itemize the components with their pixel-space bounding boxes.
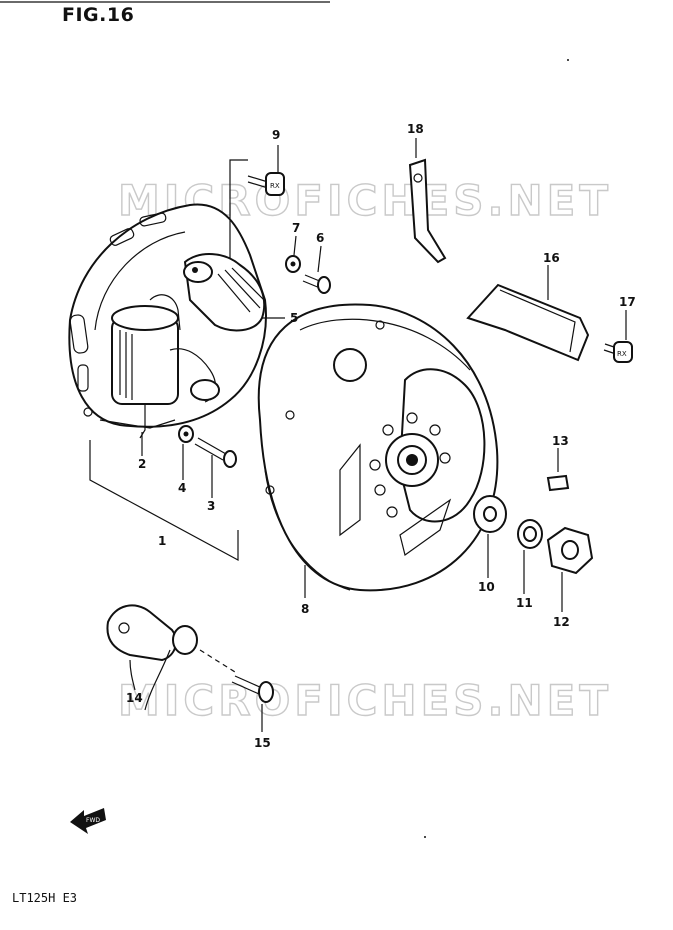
pickup-coil-14 (106, 604, 236, 711)
charging-coil (169, 253, 266, 403)
stray-dot (424, 836, 426, 838)
washer-10 (473, 495, 507, 578)
key-13 (546, 448, 570, 492)
callout-6: 6 (316, 231, 324, 245)
screw-6 (302, 245, 331, 294)
nut-12 (546, 526, 594, 612)
fwd-label: FWD (86, 817, 100, 824)
callout-13: 13 (552, 434, 569, 448)
clamp-18 (408, 138, 447, 264)
callout-4: 4 (178, 481, 186, 495)
washer-7 (285, 235, 301, 273)
model-code: LT125H E3 (12, 891, 78, 905)
screw-9: RX (247, 145, 285, 196)
callout-12: 12 (553, 615, 570, 629)
svg-text:RX: RX (270, 182, 280, 190)
callout-10: 10 (478, 580, 495, 594)
fwd-arrow-icon: FWD (70, 808, 106, 834)
cover-16 (466, 265, 590, 362)
screw-17: RX (603, 310, 633, 363)
callout-1: 1 (158, 534, 166, 548)
flywheel-rotor (257, 303, 499, 598)
callout-16: 16 (543, 251, 560, 265)
figure-title: FIG.16 (62, 4, 135, 26)
callout-bracket-1 (89, 440, 239, 562)
callout-11: 11 (516, 596, 533, 610)
callout-14: 14 (126, 691, 143, 705)
callout-15: 15 (254, 736, 271, 750)
callout-8: 8 (301, 602, 309, 616)
callout-5: 5 (290, 311, 298, 325)
callout-7: 7 (292, 221, 300, 235)
screw-3 (194, 437, 237, 498)
callout-9: 9 (272, 128, 280, 142)
watermark-bottom: MICROFICHES.NET (118, 676, 612, 725)
callout-18: 18 (407, 122, 424, 136)
callout-17: 17 (619, 295, 636, 309)
screw-15 (231, 675, 274, 732)
callout-2: 2 (138, 457, 146, 471)
svg-text:RX: RX (617, 350, 627, 358)
callout-bracket-9 (229, 159, 248, 258)
washer-4 (178, 425, 194, 480)
exciter-coil (111, 294, 181, 439)
callout-3: 3 (207, 499, 215, 513)
stray-dot (567, 59, 569, 61)
lockwasher-11 (517, 519, 543, 594)
